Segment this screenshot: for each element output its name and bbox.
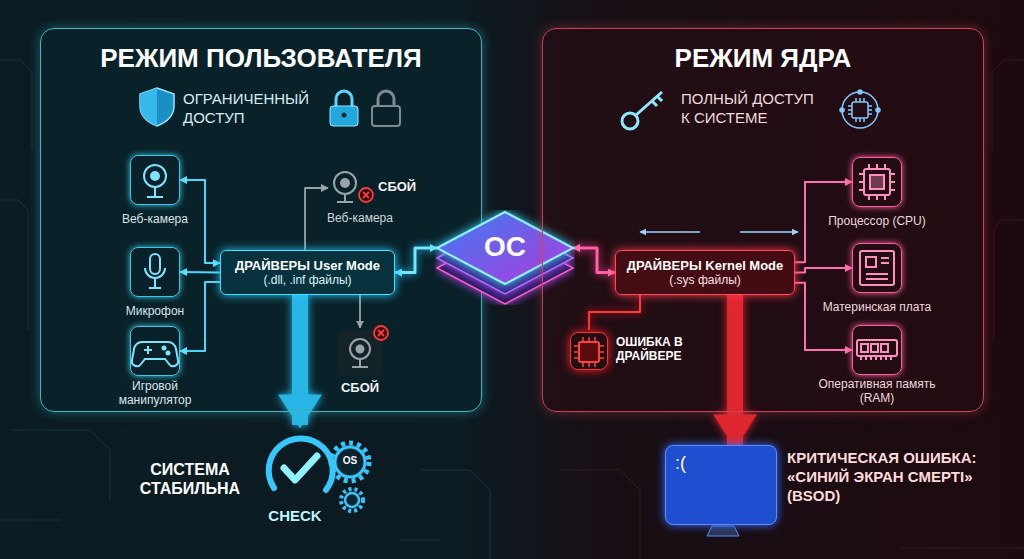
bsod-screen: :( КРИТИЧЕСКАЯ ОШИБКА: «СИНИЙ ЭКРАН СМЕРТ… xyxy=(665,445,1010,537)
gamepad-icon xyxy=(132,342,178,366)
check-badge-icon xyxy=(269,438,369,511)
icon-frame xyxy=(852,325,902,375)
failed-webcam-icon xyxy=(334,172,373,202)
node-heading: Процессор (CPU) xyxy=(817,214,937,228)
node-text: Веб-камера xyxy=(318,211,402,225)
ram-icon xyxy=(857,340,897,360)
driver-box: ДРАЙВЕРЫ User Mode(.dll, .inf файлы) xyxy=(220,250,395,295)
hardware-icon: Процессор (CPU) xyxy=(817,157,937,229)
icon-frame xyxy=(130,326,180,376)
status-badge: СИСТЕМА СТАБИЛЬНА OS CHECK xyxy=(135,425,385,535)
failed-device: СБОЙ xyxy=(330,328,390,398)
hardware-icon: Оперативная память (RAM) xyxy=(817,325,937,410)
panel-ground xyxy=(40,28,482,412)
flow-arrows xyxy=(640,231,798,233)
flow-arrow xyxy=(292,295,308,425)
node-heading: РЕЖИМ ЯДРА xyxy=(543,43,983,74)
device-icon: Игровой манипулятор xyxy=(110,326,200,408)
icon-frame xyxy=(570,332,608,370)
node-text: КРИТИЧЕСКАЯ ОШИБКА: «СИНИЙ ЭКРАН СМЕРТІ»… xyxy=(787,449,1007,505)
os-diamond: ОС xyxy=(435,210,575,305)
connector xyxy=(395,248,437,273)
node-heading: СБОЙ xyxy=(330,380,390,396)
device-icon: Веб-камера xyxy=(117,155,193,229)
access-label: ОГРАНИЧЕННЫЙ ДОСТУП xyxy=(183,90,323,128)
node-heading: :( xyxy=(675,453,715,475)
error-chip-icon xyxy=(574,337,604,367)
driver-box: ДРАЙВЕРЫ Kernel Mode(.sys файлы) xyxy=(615,250,795,295)
node-text: (.sys файлы) xyxy=(669,273,741,287)
error-callout: ОШИБКА В ДРАЙВЕРЕ xyxy=(570,330,710,375)
hardware-icon: Материнская плата xyxy=(807,243,947,315)
node-heading: Веб-камера xyxy=(117,212,193,226)
node-heading: ОШИБКА В ДРАЙВЕРЕ xyxy=(616,335,708,364)
flow-arrow xyxy=(727,295,743,445)
mode-panel: РЕЖИМ ЯДРА ДРАЙВЕРЫ Kernel Mode(.sys файл… xyxy=(542,28,984,412)
connector xyxy=(795,268,852,273)
node-heading: Материнская плата xyxy=(807,300,947,314)
monitor-stand xyxy=(707,526,739,536)
panel-ground xyxy=(542,28,984,412)
mode-panel: РЕЖИМ ПОЛЬЗОВАТЕЛЯ Веб-камераМикрофонИгро… xyxy=(40,28,482,412)
node-heading: СИСТЕМА СТАБИЛЬНА xyxy=(135,460,245,498)
connector xyxy=(795,283,852,350)
icon-frame xyxy=(852,157,902,207)
connector xyxy=(573,248,615,273)
cpu-icon xyxy=(859,164,895,200)
icon-frame xyxy=(130,247,180,297)
node-heading: ОС xyxy=(435,230,575,264)
access-label: ПОЛНЫЙ ДОСТУП К СИСТЕМЕ xyxy=(681,90,826,128)
connector xyxy=(180,271,220,274)
connector xyxy=(589,295,640,330)
node-text: (.dll, .inf файлы) xyxy=(263,273,351,287)
connector xyxy=(359,295,361,328)
motherboard-icon xyxy=(860,251,894,285)
webcam-icon xyxy=(144,165,166,197)
node-heading: СБОЙ xyxy=(378,179,426,195)
node-heading: Игровой манипулятор xyxy=(110,380,200,408)
node-heading: РЕЖИМ ПОЛЬЗОВАТЕЛЯ xyxy=(41,43,481,74)
node-heading: Оперативная память (RAM) xyxy=(817,378,937,406)
shield-icon xyxy=(140,88,174,126)
chip-icon xyxy=(840,90,880,128)
connector xyxy=(180,282,220,351)
microphone-icon xyxy=(145,254,165,288)
node-text: OS xyxy=(335,455,365,467)
device-icon: Микрофон xyxy=(117,247,193,319)
node-heading: ДРАЙВЕРЫ User Mode xyxy=(235,258,380,274)
connector xyxy=(305,188,328,250)
lock-icon xyxy=(330,91,400,126)
failed-webcam-icon xyxy=(337,326,388,376)
key-icon xyxy=(622,92,662,129)
icon-frame xyxy=(130,155,180,205)
icon-frame xyxy=(852,243,902,293)
failed-device: СБОЙ Веб-камера xyxy=(318,165,428,227)
node-text: CHECK xyxy=(255,507,335,525)
node-heading: ДРАЙВЕРЫ Kernel Mode xyxy=(627,258,784,274)
node-heading: Микрофон xyxy=(117,304,193,318)
